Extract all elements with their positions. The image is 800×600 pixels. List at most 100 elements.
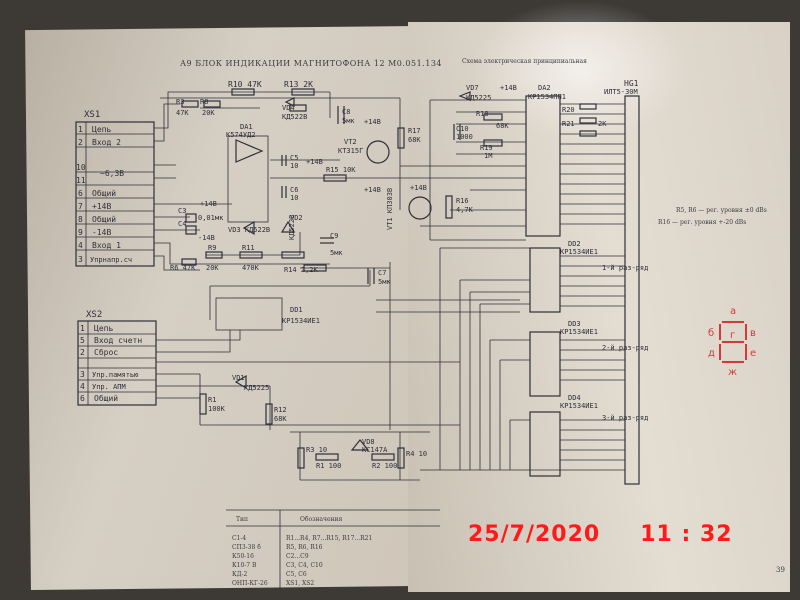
xs1-pin-11-num: 11: [76, 176, 86, 185]
xs1-pin-10-num: 10: [76, 163, 86, 172]
c10-label: C10: [456, 125, 469, 133]
xs1-pin-6-num: 6: [78, 189, 83, 198]
xs1-pin-8-num: 8: [78, 215, 83, 224]
xs2-pin-2-label: Сброс: [94, 347, 118, 357]
note-2: R16 — рег. уровня +-20 dBs: [658, 219, 746, 226]
c5-label: C5: [290, 154, 298, 162]
bom-header-type: Тип: [236, 516, 248, 523]
dd3-value: КР1534ИЕ1: [560, 328, 598, 336]
dd4-value: КР1534ИЕ1: [560, 402, 598, 410]
c5-value: 10: [290, 162, 298, 170]
r3-value: 47К: [176, 109, 189, 117]
dd3-label: DD3: [568, 320, 581, 328]
vd2-value: КД522В: [288, 215, 296, 240]
xs2-pin-4-num: 4: [80, 382, 85, 391]
xs1-pin-2-label: Вход 2: [92, 138, 121, 147]
c9-label: C9: [330, 232, 338, 240]
r15-label: R15 10К: [326, 166, 356, 174]
light-glare: [470, 0, 690, 140]
digit-3-label: 3-й раз-ряд: [602, 414, 648, 422]
xs1-pin-9-label: -14В: [92, 228, 111, 237]
da1-label: DA1: [240, 123, 253, 131]
dd4-label: DD4: [568, 394, 581, 402]
right-components: [453, 91, 640, 485]
xs1-pin-4-num: 4: [78, 241, 83, 250]
vd7-value: КД5225: [466, 94, 491, 102]
dd2-label: DD2: [568, 240, 581, 248]
bom-row-3-type: К50-16: [232, 553, 254, 560]
bom-row-5-type: КД-2: [232, 571, 248, 578]
segment-b-label: б: [708, 328, 714, 339]
page-number: 39: [776, 566, 785, 574]
dd2-value: КР1534ИЕ1: [560, 248, 598, 256]
bom-header-desig: Обозначения: [300, 516, 343, 523]
c7-label: C7: [378, 269, 386, 277]
xs1-pin-2-num: 2: [78, 138, 83, 147]
vt2-value: КТ315Г: [338, 147, 363, 155]
r8-label: R8: [200, 98, 208, 106]
bom-row-6-type: ОНП-КГ-26: [232, 580, 268, 587]
timestamp-time: 11 : 32: [640, 522, 733, 547]
right-wiring: [400, 99, 625, 471]
segment-a-label: а: [730, 306, 736, 317]
digit-2-label: 2-й раз-ряд: [602, 344, 648, 352]
r3-label: R3: [176, 98, 184, 106]
bom-row-2-type: СП3-38 б: [232, 544, 261, 551]
minus14: -14В: [198, 234, 215, 242]
da1-value: К574УД2: [226, 131, 256, 139]
r1-value: 100К: [208, 405, 226, 413]
xs2-label: XS2: [86, 310, 102, 320]
hg1-value: ИЛТ5-30М: [604, 88, 638, 96]
bom-row-1-desig: R1...R4, R7...R15, R17...R21: [286, 535, 372, 542]
xs1-pin-3-num: 3: [78, 255, 83, 264]
bom-row-3-desig: С2...С9: [286, 553, 309, 560]
r12-value: 68К: [274, 415, 287, 423]
c4-value: 0,01мк: [198, 214, 224, 222]
r18-label: R18: [476, 110, 489, 118]
c3-label: C3: [178, 207, 186, 215]
segment-v-label: в: [750, 328, 756, 339]
c7-value: 5мк: [378, 278, 391, 286]
xs2-pin-6-label: Общий: [94, 393, 118, 403]
xs1-pin-3-label: Упрнапр.сч: [90, 256, 132, 264]
camera-timestamp: 25/7/2020 11 : 32: [468, 522, 773, 547]
r17-label: R17: [408, 127, 421, 135]
plus14-d: +14В: [410, 184, 427, 192]
vd8-value: КС147А: [362, 446, 388, 454]
xs1-pin-7-num: 7: [78, 202, 83, 211]
plus14-a: +14В: [364, 118, 381, 126]
r12-label: R12: [274, 406, 287, 414]
bom-table: [226, 509, 440, 590]
c10-value: 1000: [456, 133, 473, 141]
plus14-f: +14В: [500, 84, 517, 92]
da2-label: DA2: [538, 84, 551, 92]
r1-label: R1: [208, 396, 216, 404]
vt2-label: VT2: [344, 138, 357, 146]
vd3-label: VD3 КД522В: [228, 226, 270, 234]
r19-value: 1М: [484, 152, 492, 160]
left-wiring: [154, 91, 520, 481]
r2-label: R2 100: [372, 462, 397, 470]
r8-value: 20К: [202, 109, 215, 117]
left-components: [181, 88, 453, 469]
xs2-pin-1-num: 1: [80, 324, 85, 333]
note-1: R5, R6 — рег. уровня ±0 dBs: [676, 207, 767, 214]
segment-g-label: г: [730, 330, 735, 341]
xs1-label: XS1: [84, 110, 100, 120]
vd4-value: КД522В: [282, 113, 307, 121]
r9-value: 20К: [206, 264, 219, 272]
bom-row-4-desig: С3, С4, С10: [286, 562, 323, 569]
plus14-e: +14В: [200, 200, 217, 208]
vd1-label: VD1: [232, 374, 245, 382]
segment-diagram: [719, 321, 747, 363]
timestamp-date: 25/7/2020: [468, 522, 601, 547]
schematic-title: А9 БЛОК ИНДИКАЦИИ МАГНИТОФОНА 12 М0.051.…: [180, 59, 442, 68]
xs2-pin-5-label: Вход счетн: [94, 336, 142, 345]
bom-row-2-desig: R5, R6, R16: [286, 544, 323, 551]
r19-label: R19: [480, 144, 493, 152]
r14-label: R14 2,2К: [284, 266, 319, 274]
vd7-label: VD7: [466, 84, 479, 92]
c6-value: 10: [290, 194, 298, 202]
r11-label: R11: [242, 244, 255, 252]
